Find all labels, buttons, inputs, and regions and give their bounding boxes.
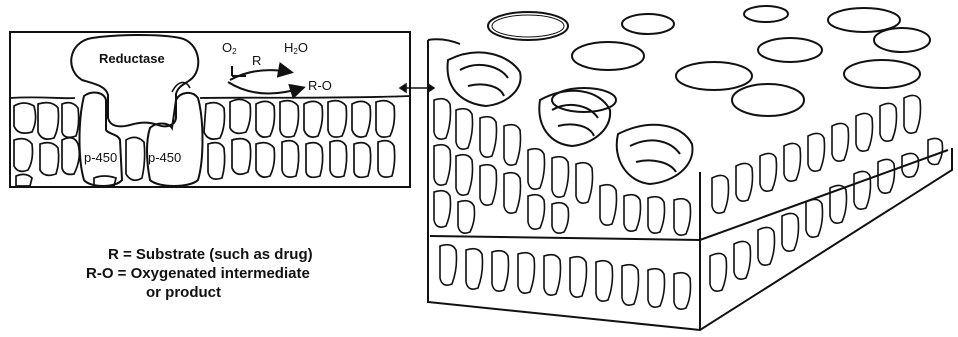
legend: R = Substrate (such as drug) R-O = Oxyge… (86, 245, 313, 302)
oxygen-label: O2 (222, 40, 237, 59)
water-tail: O (298, 40, 308, 55)
substrate-label: R (252, 53, 261, 68)
block-lipid-cells (434, 95, 943, 309)
oxygen-symbol: O (222, 40, 232, 55)
legend-product: R-O = Oxygenated intermediate (86, 264, 313, 283)
lipid-bilayer-cells (14, 99, 395, 186)
cross-section-frame (10, 32, 410, 187)
p450-left-label: p-450 (84, 150, 117, 165)
legend-product-cont: or product (86, 283, 313, 302)
reductase-enzyme-outline (71, 35, 198, 126)
oxygen-subscript: 2 (232, 47, 236, 56)
legend-substrate: R = Substrate (such as drug) (86, 245, 313, 264)
water-label: H2O (284, 40, 308, 59)
product-label: R-O (308, 78, 332, 93)
water-symbol: H (284, 40, 293, 55)
p450-right-protein (147, 93, 203, 186)
p450-right-label: p-450 (148, 150, 181, 165)
p450-left-protein (80, 93, 123, 186)
reductase-label: Reductase (99, 51, 165, 66)
cross-section-panel (10, 32, 410, 187)
